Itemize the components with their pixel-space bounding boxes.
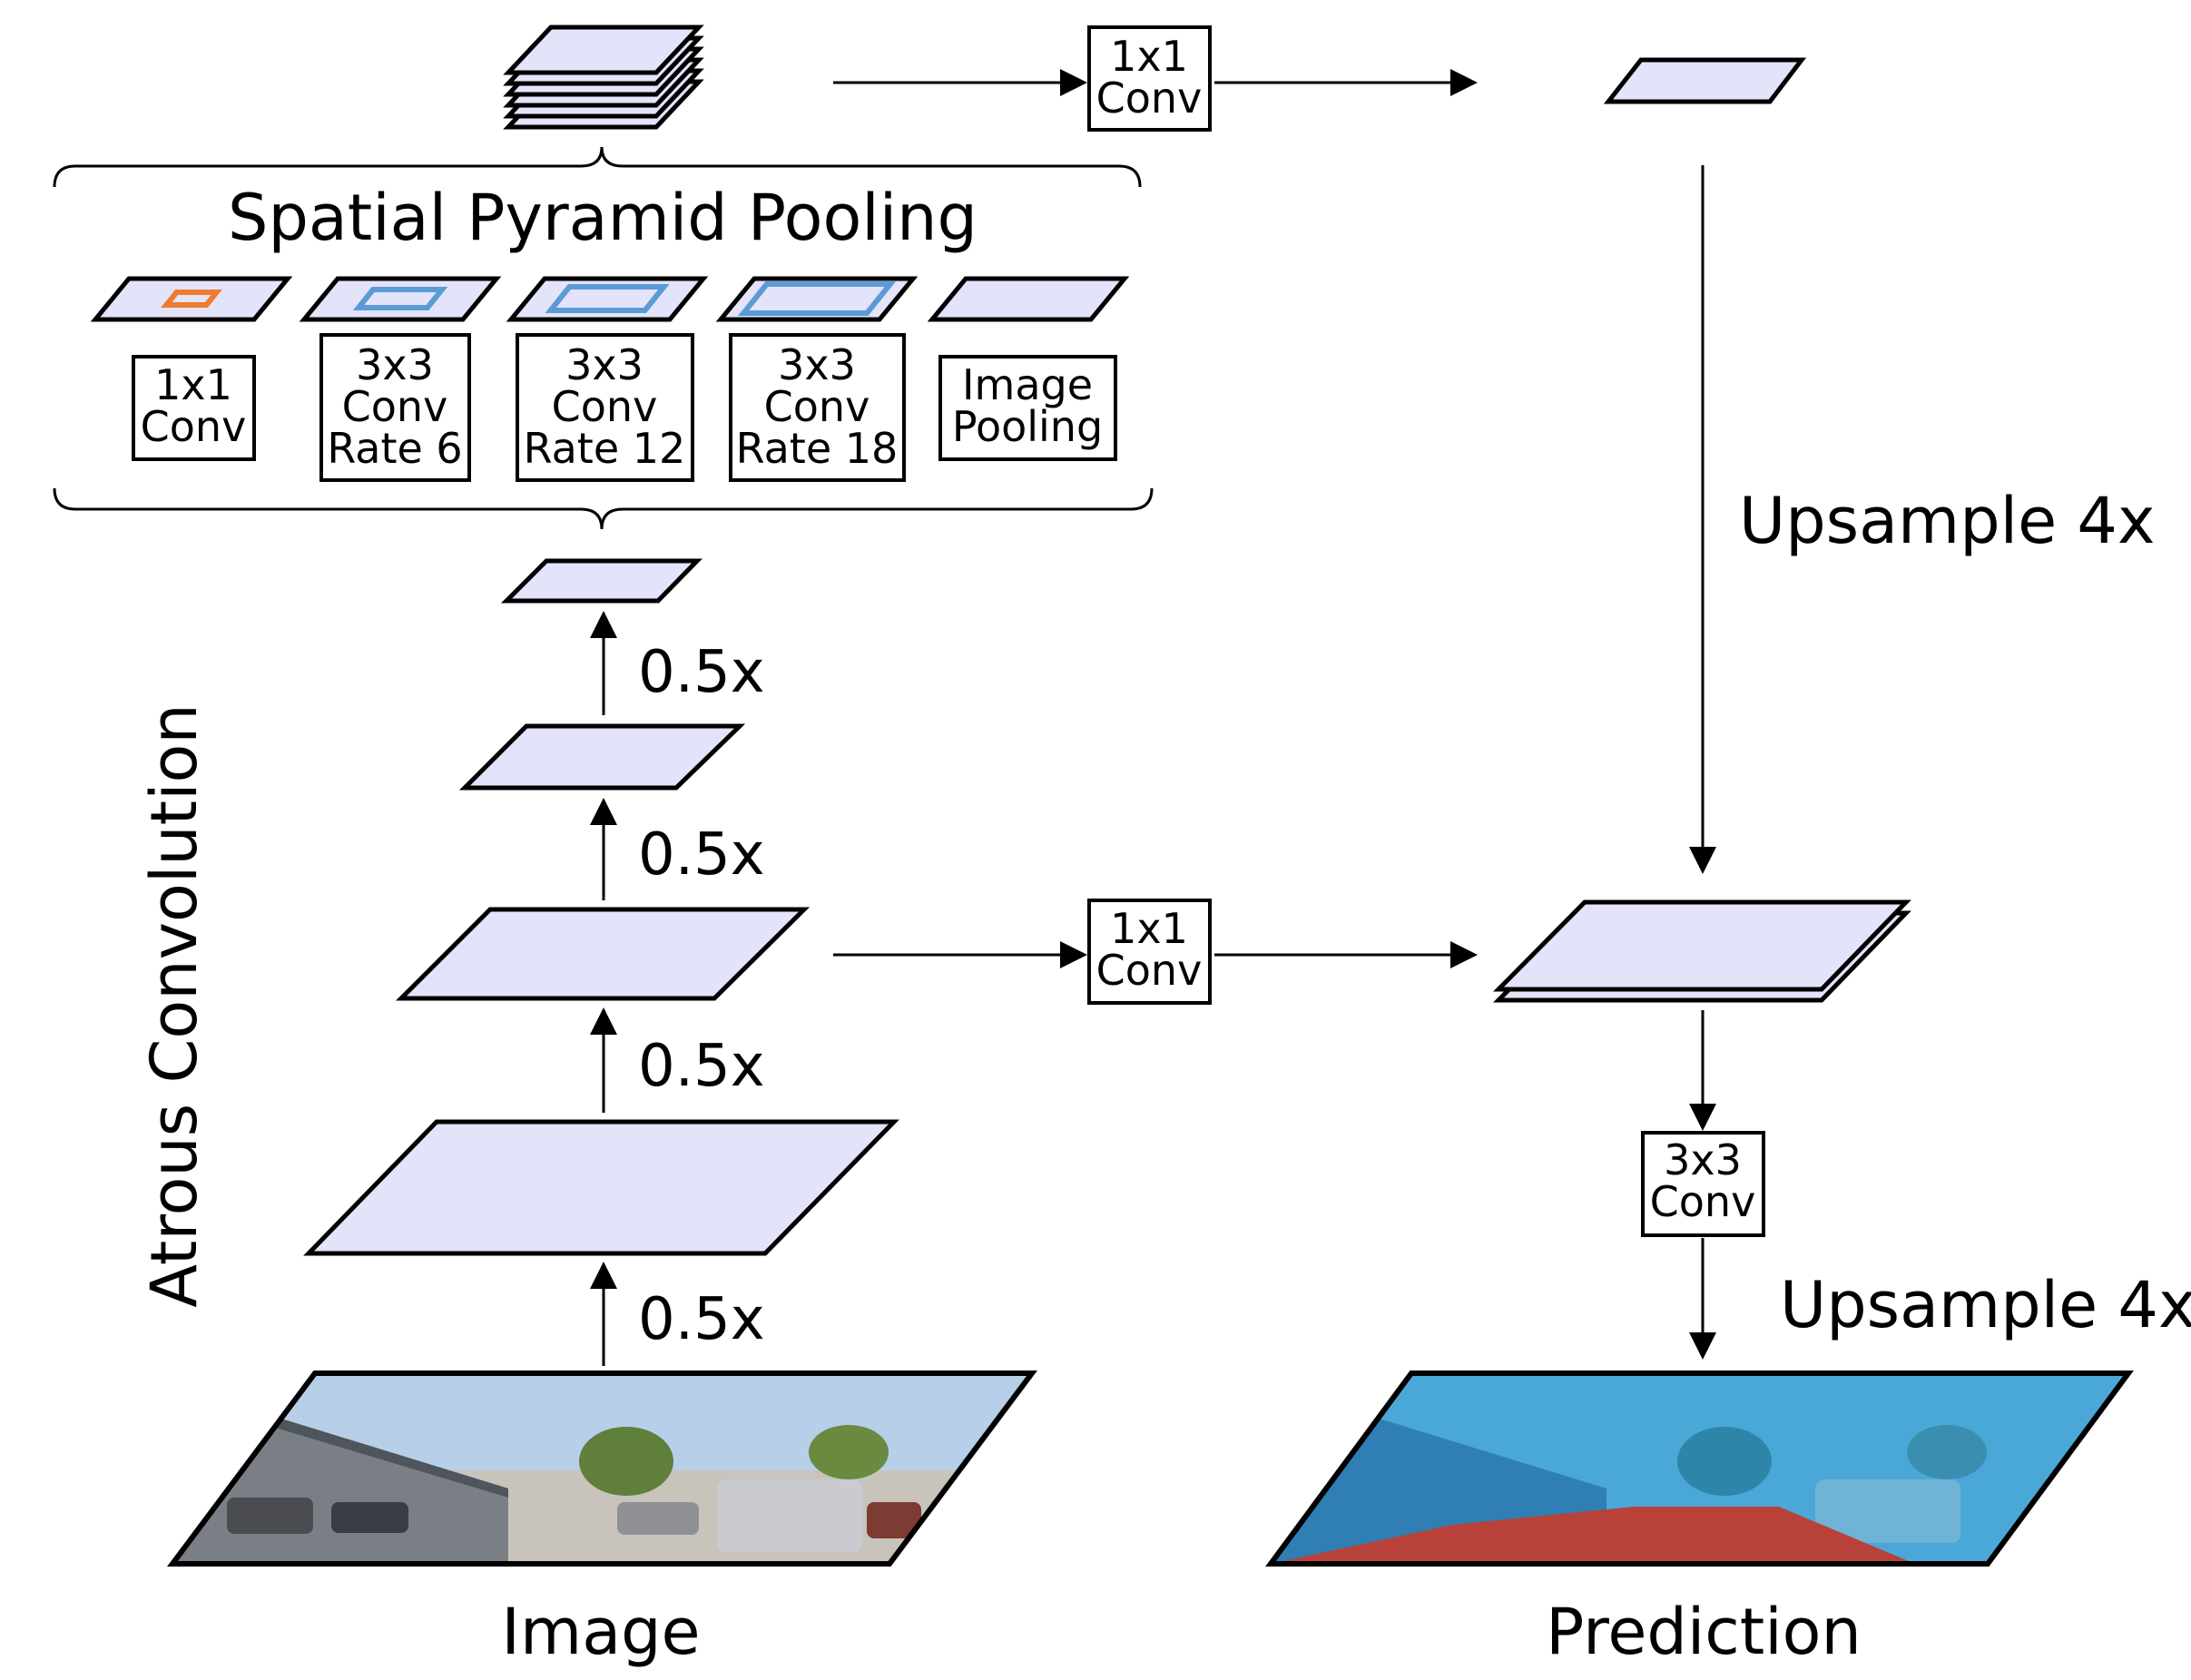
spp-box-pool-line2: Pooling — [952, 402, 1103, 451]
input-tree-1 — [579, 1427, 673, 1496]
top-conv-feature-map — [1603, 57, 1807, 104]
spp-box-image-pooling: Image Pooling — [938, 355, 1117, 461]
spp-title: Spatial Pyramid Pooling — [228, 181, 978, 255]
encoder-map-2 — [395, 907, 811, 1001]
spp-box-1x1-line1: 1x1 — [154, 360, 232, 409]
input-building-roof — [272, 1416, 508, 1498]
input-car-3 — [617, 1502, 699, 1535]
prediction-frame — [1265, 1371, 2134, 1567]
pred-van — [1815, 1479, 1960, 1543]
spp-kernel-outline-1 — [352, 287, 448, 310]
spp-output-stack — [503, 25, 704, 130]
concat-feature-maps — [1493, 899, 1911, 1003]
encoder-map-3 — [458, 723, 746, 791]
spp-box-rate18-line1: 3x3 — [778, 340, 856, 389]
spp-box-rate12-line2: Conv — [552, 382, 658, 431]
refine-conv-line1: 3x3 — [1664, 1135, 1742, 1184]
output-caption: Prediction — [1546, 1595, 1862, 1669]
spp-map-rate18 — [715, 276, 919, 322]
spp-kernel-outline-3 — [737, 281, 897, 316]
refine-conv-line2: Conv — [1650, 1177, 1756, 1226]
spp-box-rate12-line1: 3x3 — [565, 340, 644, 389]
top-conv-box: 1x1 Conv — [1087, 25, 1212, 132]
spp-box-rate6-line3: Rate 6 — [327, 424, 462, 473]
low-conv-line1: 1x1 — [1110, 904, 1188, 953]
input-van — [717, 1479, 862, 1552]
upsample-label-1: Upsample 4x — [1739, 484, 2155, 558]
scale-label-3: 0.5x — [638, 821, 765, 889]
spp-kernel-marks — [161, 281, 897, 316]
spp-box-1x1: 1x1 Conv — [132, 355, 256, 461]
spp-box-rate18: 3x3 Conv Rate 18 — [729, 333, 906, 482]
spp-kernel-outline-2 — [545, 284, 670, 313]
spp-map-1x1 — [90, 276, 293, 322]
input-car-1 — [227, 1498, 313, 1534]
input-caption: Image — [501, 1595, 700, 1669]
spp-box-rate6-line2: Conv — [342, 382, 448, 431]
input-image — [167, 1371, 1037, 1567]
upsample-label-2: Upsample 4x — [1780, 1268, 2191, 1342]
low-conv-line2: Conv — [1096, 946, 1203, 995]
scale-label-2: 0.5x — [638, 1033, 765, 1100]
spp-map-pooling — [927, 276, 1130, 322]
input-car-4 — [867, 1502, 921, 1538]
input-car-2 — [331, 1502, 408, 1533]
scale-label-4: 0.5x — [638, 639, 765, 706]
spp-kernel-outline-0 — [161, 290, 222, 308]
spp-box-rate18-line2: Conv — [764, 382, 870, 431]
spp-box-rate6: 3x3 Conv Rate 6 — [319, 333, 471, 482]
refine-conv-box: 3x3 Conv — [1641, 1131, 1765, 1237]
spp-top-brace — [53, 146, 1142, 188]
atrous-convolution-label: Atrous Convolution — [137, 703, 211, 1307]
top-conv-line1: 1x1 — [1110, 32, 1188, 81]
low-conv-box: 1x1 Conv — [1087, 899, 1212, 1005]
pred-tree-1 — [1677, 1427, 1772, 1496]
spp-box-1x1-line2: Conv — [141, 402, 247, 451]
spp-box-rate18-line3: Rate 18 — [736, 424, 899, 473]
spp-bottom-brace — [53, 487, 1154, 530]
prediction-image — [1265, 1371, 2134, 1567]
encoder-map-1 — [303, 1119, 899, 1256]
spp-box-rate6-line1: 3x3 — [356, 340, 434, 389]
input-tree-2 — [809, 1425, 889, 1479]
spp-box-rate12-line3: Rate 12 — [524, 424, 686, 473]
spp-box-pool-line1: Image — [962, 360, 1093, 409]
spp-box-rate12: 3x3 Conv Rate 12 — [516, 333, 694, 482]
top-conv-line2: Conv — [1096, 74, 1203, 123]
input-image-frame — [167, 1371, 1037, 1567]
spp-map-rate6 — [299, 276, 502, 322]
scale-label-1: 0.5x — [638, 1286, 765, 1353]
encoder-map-4 — [500, 558, 702, 604]
pred-road — [1271, 1507, 1915, 1564]
pred-tree-2 — [1907, 1425, 1987, 1479]
